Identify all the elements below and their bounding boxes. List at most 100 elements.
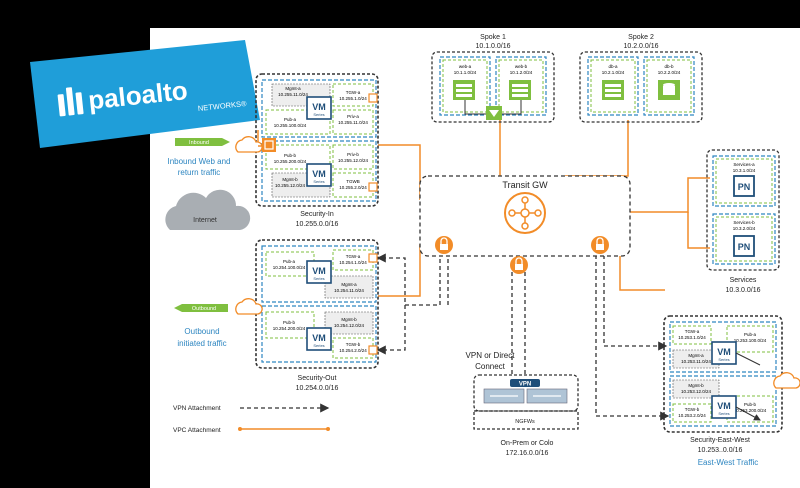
ngfw-appliance-icon xyxy=(483,388,568,404)
internet-label: Internet xyxy=(193,217,217,224)
svg-text:PN: PN xyxy=(738,182,751,192)
inbound-traffic: Inbound Inbound Web and return traffic xyxy=(167,136,276,177)
subnet-name: Priv-b xyxy=(347,152,359,157)
internet-gateway-icon xyxy=(235,298,263,315)
vm-series-firewall-icon: VM Series xyxy=(306,327,332,351)
outbound-tag: Outbound xyxy=(192,306,216,312)
vm-series-firewall-icon: VM Series xyxy=(711,395,737,419)
subnet-name: Pub-b xyxy=(284,153,297,158)
svg-text:Series: Series xyxy=(313,343,324,348)
spoke1-cidr: 10.1.0.0/16 xyxy=(475,43,510,50)
services-title: Services xyxy=(730,277,757,284)
subnet-cidr: 10.255.1.0/24 xyxy=(339,96,367,101)
svg-text:Series: Series xyxy=(313,276,324,281)
svg-text:Series: Series xyxy=(718,357,729,362)
subnet-name: Pub-a xyxy=(283,259,296,264)
subnet-cidr: 10.253.11.0/24 xyxy=(681,359,711,364)
east-west-caption: East-West Traffic xyxy=(698,458,759,467)
subnet-name: Mgmt-b xyxy=(688,383,704,388)
panorama-icon: PN xyxy=(733,235,755,257)
legend-vpc-label: VPC Attachment xyxy=(173,427,221,434)
subnet-cidr: 10.255.200.0/24 xyxy=(274,159,307,164)
subnet-name: Pub-b xyxy=(744,402,757,407)
subnet-name: db-a xyxy=(608,64,618,69)
subnet-name: Mgmt-a xyxy=(688,353,704,358)
subnet-name: TGW-b xyxy=(685,407,700,412)
security-out-cidr: 10.254.0.0/16 xyxy=(296,385,339,392)
subnet-name: TGW-a xyxy=(685,329,700,334)
svg-text:VM: VM xyxy=(312,266,326,276)
vm-series-firewall-icon: VM Series xyxy=(306,163,332,187)
vpn-attachment-icon xyxy=(591,236,609,254)
logo-mark-icon xyxy=(57,87,84,117)
security-out-title: Security-Out xyxy=(298,375,337,382)
inbound-caption-line1: Inbound Web and xyxy=(167,157,230,166)
subnet-cidr: 10.3.1.0/24 xyxy=(733,168,756,173)
spoke2-vpc: Spoke 2 10.2.0.0/16 db-a 10.2.1.0/24 db-… xyxy=(579,34,703,123)
inbound-arrow xyxy=(175,138,230,146)
cloud-icon xyxy=(165,189,251,230)
database-icon xyxy=(658,80,680,100)
subnet-cidr: 10.254.2.0/24 xyxy=(339,348,367,353)
outbound-caption-line2: initiated traffic xyxy=(177,339,226,348)
canvas-background xyxy=(150,28,800,488)
inbound-tag: Inbound xyxy=(189,140,209,146)
subnet-cidr: 10.254.12.0/24 xyxy=(334,323,365,328)
subnet-name: Mgmt-b xyxy=(282,177,298,182)
transit-gateway: Transit GW xyxy=(419,175,631,274)
spoke2-title: Spoke 2 xyxy=(628,34,654,41)
vm-series-firewall-icon: VM Series xyxy=(306,96,332,120)
spoke1-title: Spoke 1 xyxy=(480,34,506,41)
vpn-attachment-lines xyxy=(376,252,670,421)
vpn-caption-line2: Connect xyxy=(475,362,506,371)
svg-text:VM: VM xyxy=(717,347,731,357)
subnet-cidr: 10.255.2.0/24 xyxy=(339,185,367,190)
security-out-vpc: Pub-a 10.254.100.0/24 TGW-a 10.254.1.0/2… xyxy=(255,239,379,392)
security-ew-cidr: 10.253..0.0/16 xyxy=(698,447,743,454)
security-in-vpc: Mgmt-a 10.255.11.0/24 TGW-a 10.255.1.0/2… xyxy=(255,73,379,228)
server-icon xyxy=(602,80,624,100)
waf-icon xyxy=(486,106,502,120)
subnet-name: TGWB xyxy=(346,179,360,184)
subnet-cidr: 10.3.2.0/24 xyxy=(733,226,756,231)
svg-text:VM: VM xyxy=(312,169,326,179)
internet-cloud: Internet xyxy=(165,189,251,230)
subnet-cidr: 10.255.12.0/24 xyxy=(338,158,369,163)
subnet-cidr: 10.254.200.0/24 xyxy=(273,326,306,331)
subnet-name: TGW-a xyxy=(346,254,361,259)
subnet-name: web-a xyxy=(459,64,472,69)
server-icon xyxy=(509,80,531,100)
server-icon xyxy=(453,80,475,100)
security-in-cidr: 10.255.0.0/16 xyxy=(296,221,339,228)
internet-gateway-icon xyxy=(235,136,263,153)
subnet-cidr: 10.1.2.0/24 xyxy=(510,70,533,75)
security-in-title: Security-In xyxy=(300,211,334,218)
subnet-cidr: 10.253.100.0/24 xyxy=(734,338,767,343)
spoke1-vpc: Spoke 1 10.1.0.0/16 web-a 10.1.1.0/24 we… xyxy=(431,34,555,123)
subnet-name: Pub-a xyxy=(284,117,297,122)
subnet-name: Mgmt-a xyxy=(285,86,301,91)
subnet-cidr: 10.253.2.0/24 xyxy=(678,413,706,418)
vpn-attachment-icon xyxy=(510,256,528,274)
security-ew-title: Security-East-West xyxy=(690,437,750,444)
subnet-cidr: 10.254.100.0/24 xyxy=(273,265,306,270)
legend: VPN Attachment VPC Attachment xyxy=(173,403,330,434)
svg-text:VM: VM xyxy=(312,102,326,112)
subnet-name: Services-a xyxy=(733,162,755,167)
transit-gateway-icon xyxy=(504,192,546,234)
ngfw-label: NGFWs xyxy=(515,419,535,425)
subnet-name: Mgmt-a xyxy=(341,282,357,287)
subnet-cidr: 10.255.12.0/24 xyxy=(275,183,306,188)
services-cidr: 10.3.0.0/16 xyxy=(725,287,760,294)
vpn-badge: VPN xyxy=(519,382,531,388)
subnet-cidr: 10.2.2.0/24 xyxy=(658,70,681,75)
subnet-name: Pub-b xyxy=(283,320,296,325)
subnet-name: web-b xyxy=(515,64,528,69)
vpn-caption-line1: VPN or Direct xyxy=(466,351,516,360)
subnet-cidr: 10.253.12.0/24 xyxy=(681,389,712,394)
services-vpc: Services-a 10.3.1.0/24 Services-b 10.3.2… xyxy=(706,149,780,294)
svg-text:Series: Series xyxy=(313,112,324,117)
load-balancer-icon xyxy=(262,138,276,152)
vpn-attachment-icon xyxy=(435,236,453,254)
